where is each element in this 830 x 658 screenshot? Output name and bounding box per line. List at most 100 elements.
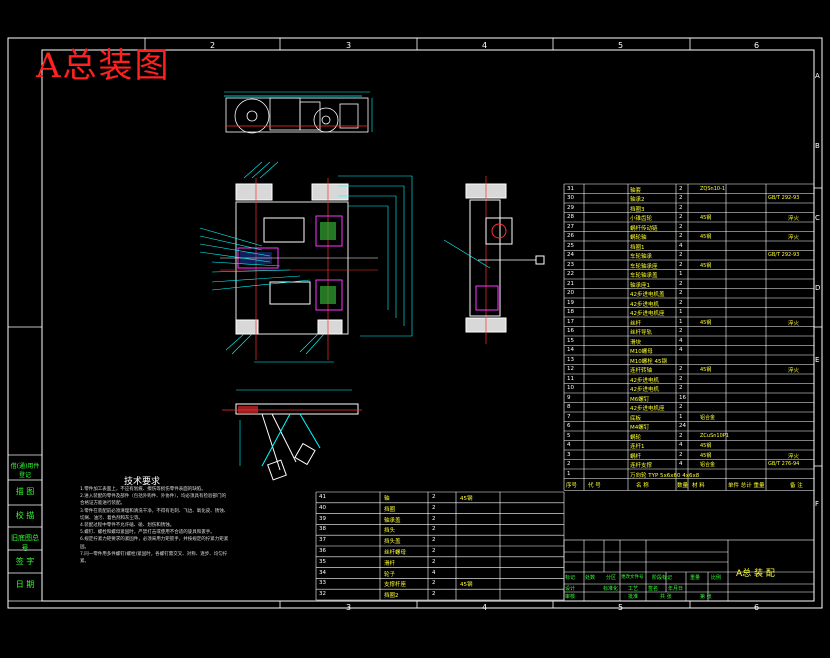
title-block-grid	[563, 539, 815, 602]
bom-row-no: 22	[567, 271, 574, 277]
bom-row-qty: 4	[679, 337, 683, 344]
bom-row-note: 淬火	[788, 453, 800, 460]
bom-header-cell: 备 注	[790, 482, 803, 489]
bom-row-no: 3	[567, 451, 571, 458]
tb-label-sheet-no: 第 张	[700, 594, 712, 600]
bom-row-qty: 2	[679, 280, 683, 287]
tb-label-approve: 批准	[628, 594, 639, 600]
bom-row-no: 24	[567, 252, 574, 258]
bom-row-material: ZCuSn10P1	[700, 432, 729, 439]
bom-row-qty: 2	[679, 261, 683, 268]
bom-row-qty: 2	[679, 223, 683, 230]
tb-label-review: 审核	[565, 594, 576, 600]
bom-header-cell: 数量	[677, 482, 689, 489]
bom-left-row-no: 38	[319, 526, 326, 533]
bom-row-no: 23	[567, 261, 574, 268]
bom-row-no: 6	[567, 423, 571, 429]
bom-row-qty: 4	[679, 347, 683, 353]
plan-view	[220, 178, 378, 360]
bom-left-row-no: 35	[319, 558, 326, 565]
side-label-date: 日 期	[15, 580, 35, 589]
bom-row-no: 25	[567, 242, 574, 249]
bom-row-no: 31	[567, 185, 574, 192]
zone-bottom-5: 5	[618, 603, 624, 612]
bom-row-no: 14	[567, 347, 574, 353]
bom-left-row-no: 39	[319, 515, 326, 522]
bom-row-qty: 2	[679, 375, 683, 382]
bom-row-name: 连杆转轴	[630, 368, 653, 374]
tb-label-craft: 工艺	[628, 586, 639, 592]
bom-row-name: 42步进电机座	[630, 406, 665, 412]
bom-left-row-name: 滑杆	[384, 560, 396, 567]
bom-left-row-qty: 2	[432, 558, 436, 565]
tb-label-design: 设计	[565, 586, 576, 592]
bom-row-name: 42步进电机	[630, 301, 659, 308]
bom-row-name: 丝杆导轨	[630, 330, 653, 336]
bom-left-row-qty: 4	[432, 569, 436, 576]
bom-row-qty: 2	[679, 299, 683, 306]
side-label-sign: 签 字	[15, 557, 35, 566]
bom-row-qty: 2	[679, 214, 683, 220]
bom-row-qty: 16	[679, 394, 686, 401]
tech-notes-title: 技术要求	[124, 477, 161, 487]
tb-label-change: 更改文件号	[621, 575, 644, 580]
bom-row-standard: GB/T 292-93	[768, 195, 800, 201]
bom-left-grid	[315, 491, 565, 601]
plan-view-dims	[199, 161, 413, 363]
bom-row-no: 15	[567, 337, 574, 344]
tb-label-sign: 签名	[648, 586, 659, 592]
tb-label-scale: 比例	[711, 575, 722, 581]
tech-note-line: 2.进入装配的零件及部件（包括外购件、外协件），均必须具有检验部门的合格证方能进…	[80, 494, 227, 507]
bom-left-row-qty: 2	[432, 515, 436, 522]
outer-frame	[7, 37, 823, 609]
bom-row-material: 铝合金	[700, 462, 716, 468]
bom-row-note: 淬火	[788, 235, 800, 241]
side-label-check: 校 描	[15, 511, 35, 520]
bom-left-row-no: 40	[319, 504, 326, 511]
tech-note-line: 7.同一零件用多件螺钉(螺栓)紧固时，各螺钉需交叉、对称、逐步、均匀拧紧。	[80, 551, 228, 565]
bom-row-no: 28	[567, 214, 574, 220]
title-block-name: A总 装 配	[736, 569, 775, 579]
bom-row-name: M4螺钉	[630, 425, 650, 431]
bom-row-material: 45钢	[700, 367, 712, 373]
bom-row-name: 蜗轮轴	[630, 235, 647, 241]
top-elevation-dims	[224, 91, 373, 132]
bom-row-no: 17	[567, 318, 574, 325]
bom-row-name: 滑块	[630, 339, 642, 346]
bom-left-row-name: 挡圈	[384, 506, 396, 513]
zone-top-2: 2	[210, 41, 216, 50]
bom-left-row-name: 挡圈2	[384, 593, 399, 600]
bom-row-name: 轴承2	[630, 197, 645, 203]
bom-left-row-qty: 2	[432, 591, 436, 598]
bom-left-row-no: 37	[319, 537, 326, 544]
bom-right-grid	[563, 183, 815, 491]
zone-row-e: E	[815, 356, 820, 364]
bom-row-name: 蜗轮	[630, 434, 642, 441]
bom-header-cell: 单件 总计 重量	[728, 482, 765, 489]
bom-row-qty: 2	[679, 404, 683, 410]
bom-row-material: 45钢	[700, 443, 712, 449]
zone-row-b: B	[815, 142, 820, 150]
bom-row-no: 11	[567, 375, 574, 382]
tb-label-weight: 重量	[690, 575, 701, 581]
bom-left-row-qty: 2	[432, 504, 436, 511]
zone-top-4: 4	[482, 41, 488, 50]
bom-row-material: 45钢	[700, 234, 712, 240]
bom-row-name: 小锥齿轮	[630, 216, 653, 222]
right-side-view	[443, 176, 545, 344]
zone-bottom-4: 4	[482, 603, 488, 612]
bom-row-no: 27	[567, 223, 574, 230]
bom-row-qty: 1	[679, 309, 683, 315]
zone-row-a: A	[815, 72, 820, 80]
bom-row-qty: 4	[679, 242, 683, 249]
bom-header-cell: 序号	[566, 482, 578, 489]
tech-note-line: 1.零件加工表面上，不应有划痕、擦伤等损伤零件表面的缺陷。	[80, 487, 206, 492]
bom-row-no: 12	[567, 366, 574, 372]
bom-row-no: 9	[567, 394, 571, 401]
bom-row-no: 21	[567, 280, 574, 287]
bom-row-name: 连杆1	[630, 444, 645, 450]
zone-top-3: 3	[346, 41, 352, 50]
bom-row-no: 5	[567, 432, 571, 439]
bom-header-cell: 材 料	[692, 482, 705, 489]
